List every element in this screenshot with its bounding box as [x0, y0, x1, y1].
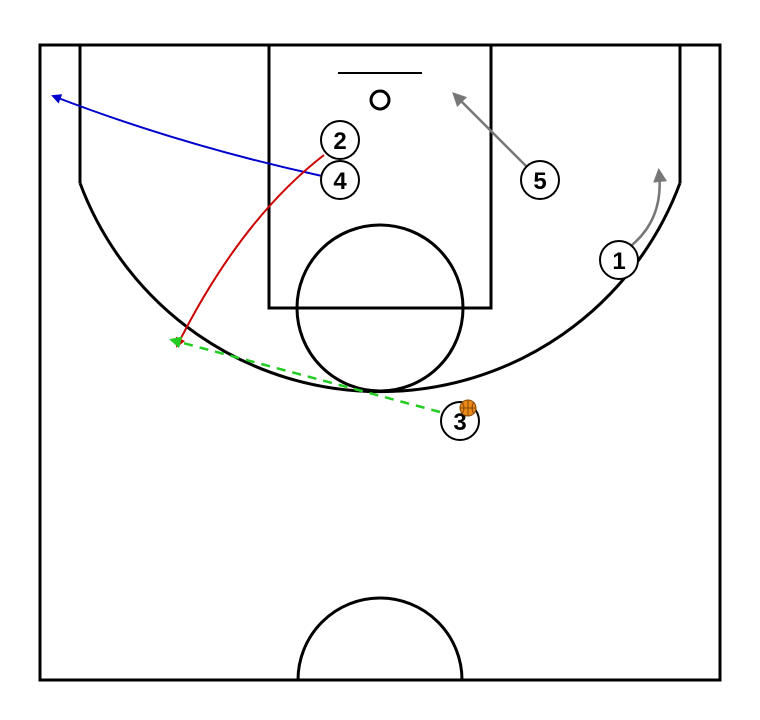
player2-cut-arrow	[176, 154, 325, 348]
player-1: 1	[599, 240, 639, 280]
paint-key	[267, 43, 493, 310]
player1-move-arrow	[631, 168, 668, 246]
player-4-label: 4	[333, 168, 347, 195]
player-1-label: 1	[612, 248, 625, 275]
pass-arrow	[169, 336, 441, 414]
three-point-arc	[78, 182, 682, 394]
player-4: 4	[320, 160, 360, 200]
player-3-label: 3	[453, 409, 466, 436]
basket-rim	[369, 89, 391, 111]
center-circle	[296, 596, 464, 681]
court-boundary	[38, 43, 722, 682]
player-5: 5	[520, 160, 560, 200]
player-2: 2	[320, 120, 360, 160]
player-5-label: 5	[533, 168, 546, 195]
player-2-label: 2	[333, 128, 346, 155]
player5-move-arrow	[452, 92, 527, 167]
basketball-icon	[459, 399, 477, 417]
player4-cut-arrow	[51, 94, 323, 177]
